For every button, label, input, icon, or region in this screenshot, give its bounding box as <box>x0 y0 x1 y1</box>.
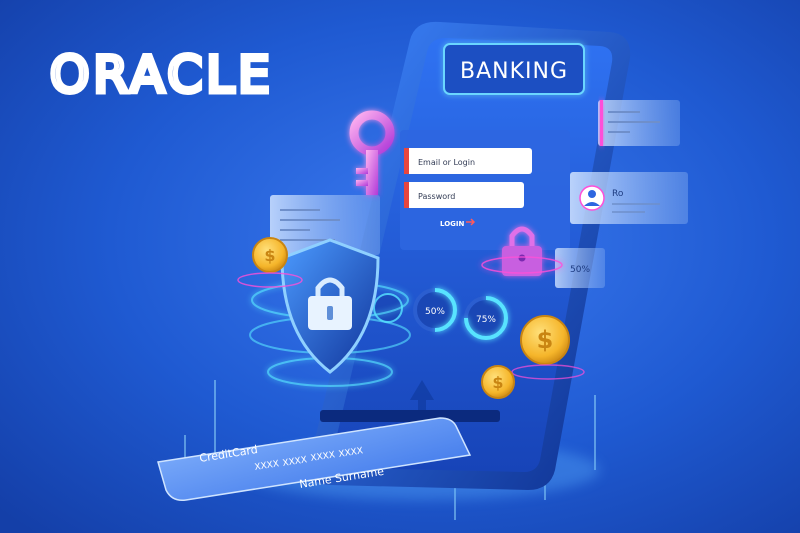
email-field[interactable] <box>404 148 532 174</box>
oracle-logo: ORACLE <box>50 46 274 104</box>
progress-circle-2: 75% <box>464 296 508 340</box>
progress-2-label: 75% <box>476 315 496 325</box>
login-button[interactable]: LOGIN <box>440 220 465 228</box>
email-field-placeholder: Email or Login <box>418 158 475 167</box>
svg-text:$: $ <box>537 326 554 354</box>
progress-circle-1: 50% <box>413 288 457 332</box>
code-window-left <box>270 195 380 255</box>
code-window-right-top <box>598 100 680 146</box>
card-number-group-2: XXXX <box>282 455 308 469</box>
dollar-coin-icon: $ <box>237 237 303 288</box>
login-panel: Email or Login Password LOGIN <box>400 130 570 250</box>
side-progress-badge: 50% <box>555 248 605 288</box>
card-number-group-1: XXXX <box>254 459 280 473</box>
dollar-coin-icon-2: $ <box>511 315 585 380</box>
arrow-up-icon <box>410 380 434 420</box>
shield-lock-icon <box>249 238 411 387</box>
card-number-group-3: XXXX <box>310 450 336 464</box>
profile-name: Ro <box>612 189 624 199</box>
profile-card: Ro <box>570 172 688 224</box>
svg-text:$: $ <box>264 246 275 265</box>
padlock-icon <box>481 226 563 276</box>
login-arrow-icon <box>466 218 476 226</box>
card-slot <box>320 410 500 422</box>
banking-title: BANKING <box>460 59 568 84</box>
dollar-coin-icon-3: $ <box>481 365 515 399</box>
side-badge-label: 50% <box>570 265 590 275</box>
key-icon <box>349 110 395 195</box>
card-number-group-4: XXXX <box>338 446 364 460</box>
svg-text:$: $ <box>492 373 503 392</box>
banking-header: BANKING <box>443 43 585 95</box>
password-field[interactable] <box>404 182 524 208</box>
progress-1-label: 50% <box>425 307 445 317</box>
password-field-placeholder: Password <box>418 192 455 201</box>
